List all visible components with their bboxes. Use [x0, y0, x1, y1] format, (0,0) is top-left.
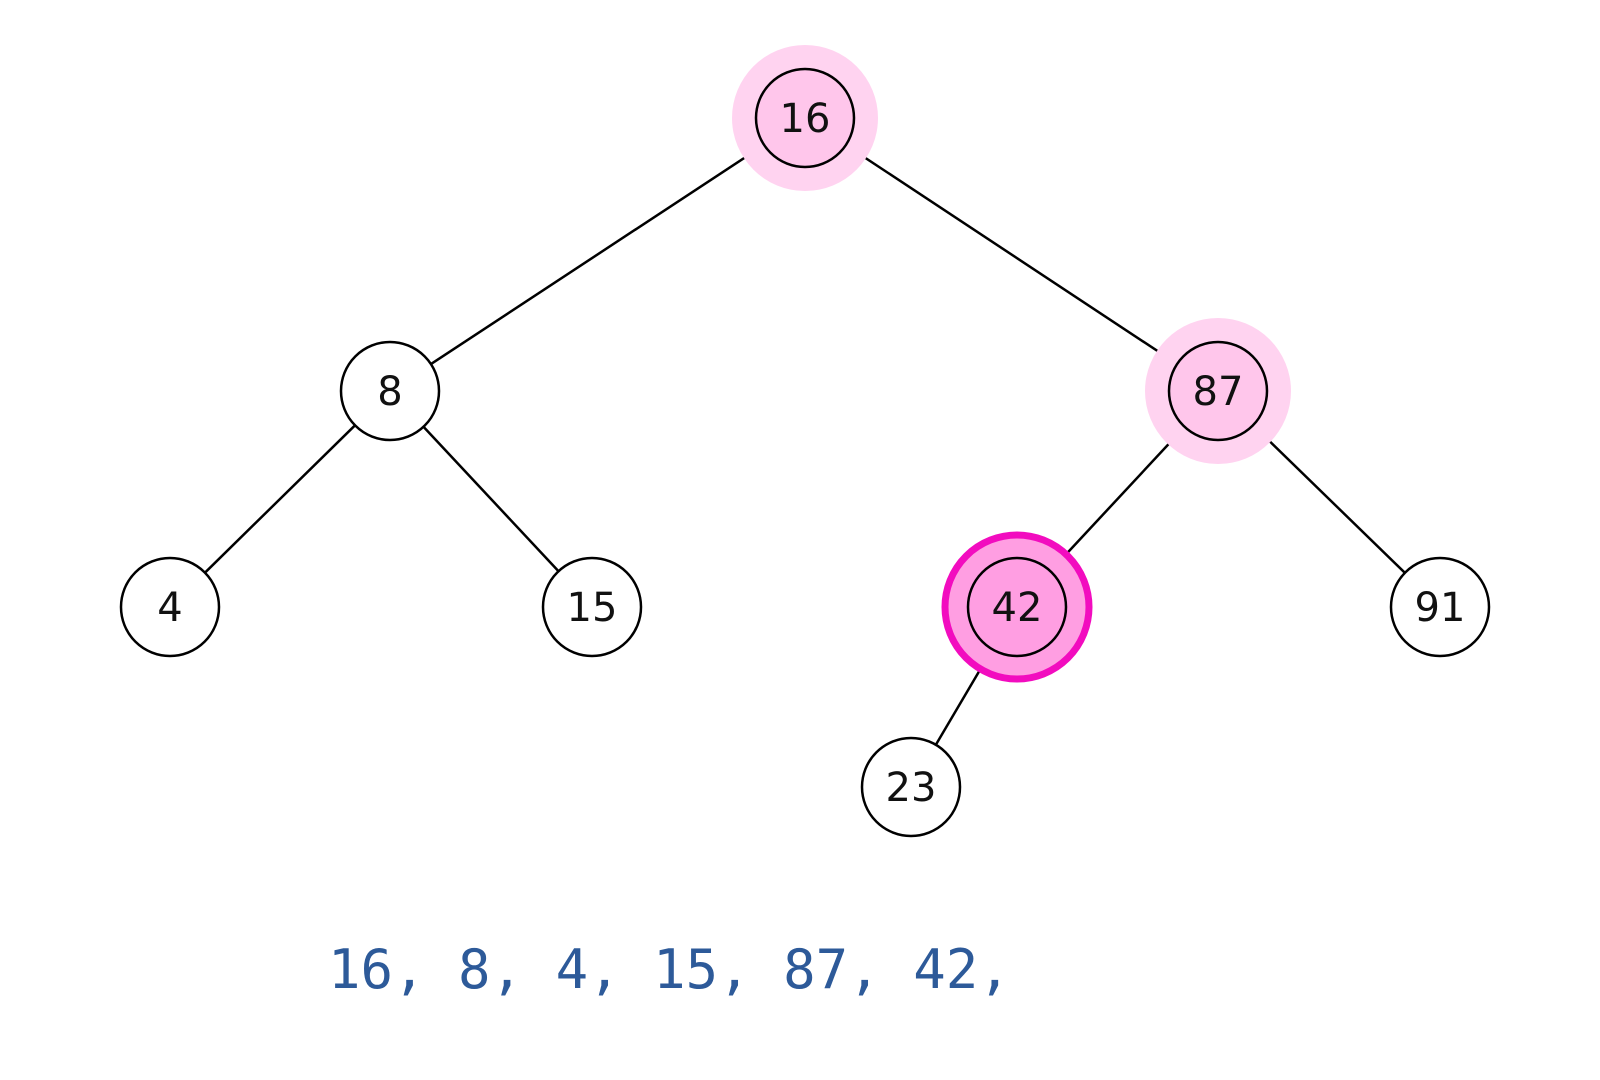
tree-node-23: 23 — [860, 736, 962, 838]
tree-node-15: 15 — [541, 556, 643, 658]
node-circle-4 — [119, 556, 221, 658]
edge-87-91 — [1252, 424, 1406, 574]
node-circle-23 — [860, 736, 962, 838]
node-circle-16 — [754, 67, 856, 169]
tree-edges — [204, 143, 1406, 746]
edge-16-8 — [430, 143, 765, 366]
tree-node-4: 4 — [119, 556, 221, 658]
node-circle-15 — [541, 556, 643, 658]
node-label-8: 8 — [377, 369, 402, 415]
node-circle-87 — [1167, 340, 1269, 442]
node-label-4: 4 — [157, 585, 182, 631]
node-label-42: 42 — [992, 585, 1043, 631]
node-label-15: 15 — [567, 585, 618, 631]
tree-nodes: 16 8 87 4 15 42 91 23 — [119, 67, 1491, 838]
node-label-16: 16 — [780, 96, 831, 142]
edge-8-15 — [422, 425, 560, 573]
tree-node-91: 91 — [1389, 556, 1491, 658]
node-label-87: 87 — [1193, 369, 1244, 415]
tree-node-42: 42 — [966, 556, 1068, 658]
edge-8-4 — [204, 424, 356, 574]
node-label-23: 23 — [886, 765, 937, 811]
edge-87-42 — [1049, 426, 1186, 572]
tree-node-16: 16 — [754, 67, 856, 169]
tree-node-87: 87 — [1167, 340, 1269, 442]
traversal-output: 16, 8, 4, 15, 87, 42, — [328, 938, 1011, 1001]
edge-16-87 — [845, 143, 1178, 366]
node-circle-8 — [339, 340, 441, 442]
node-circle-42 — [966, 556, 1068, 658]
tree-node-8: 8 — [339, 340, 441, 442]
node-circle-91 — [1389, 556, 1491, 658]
node-label-91: 91 — [1415, 585, 1466, 631]
